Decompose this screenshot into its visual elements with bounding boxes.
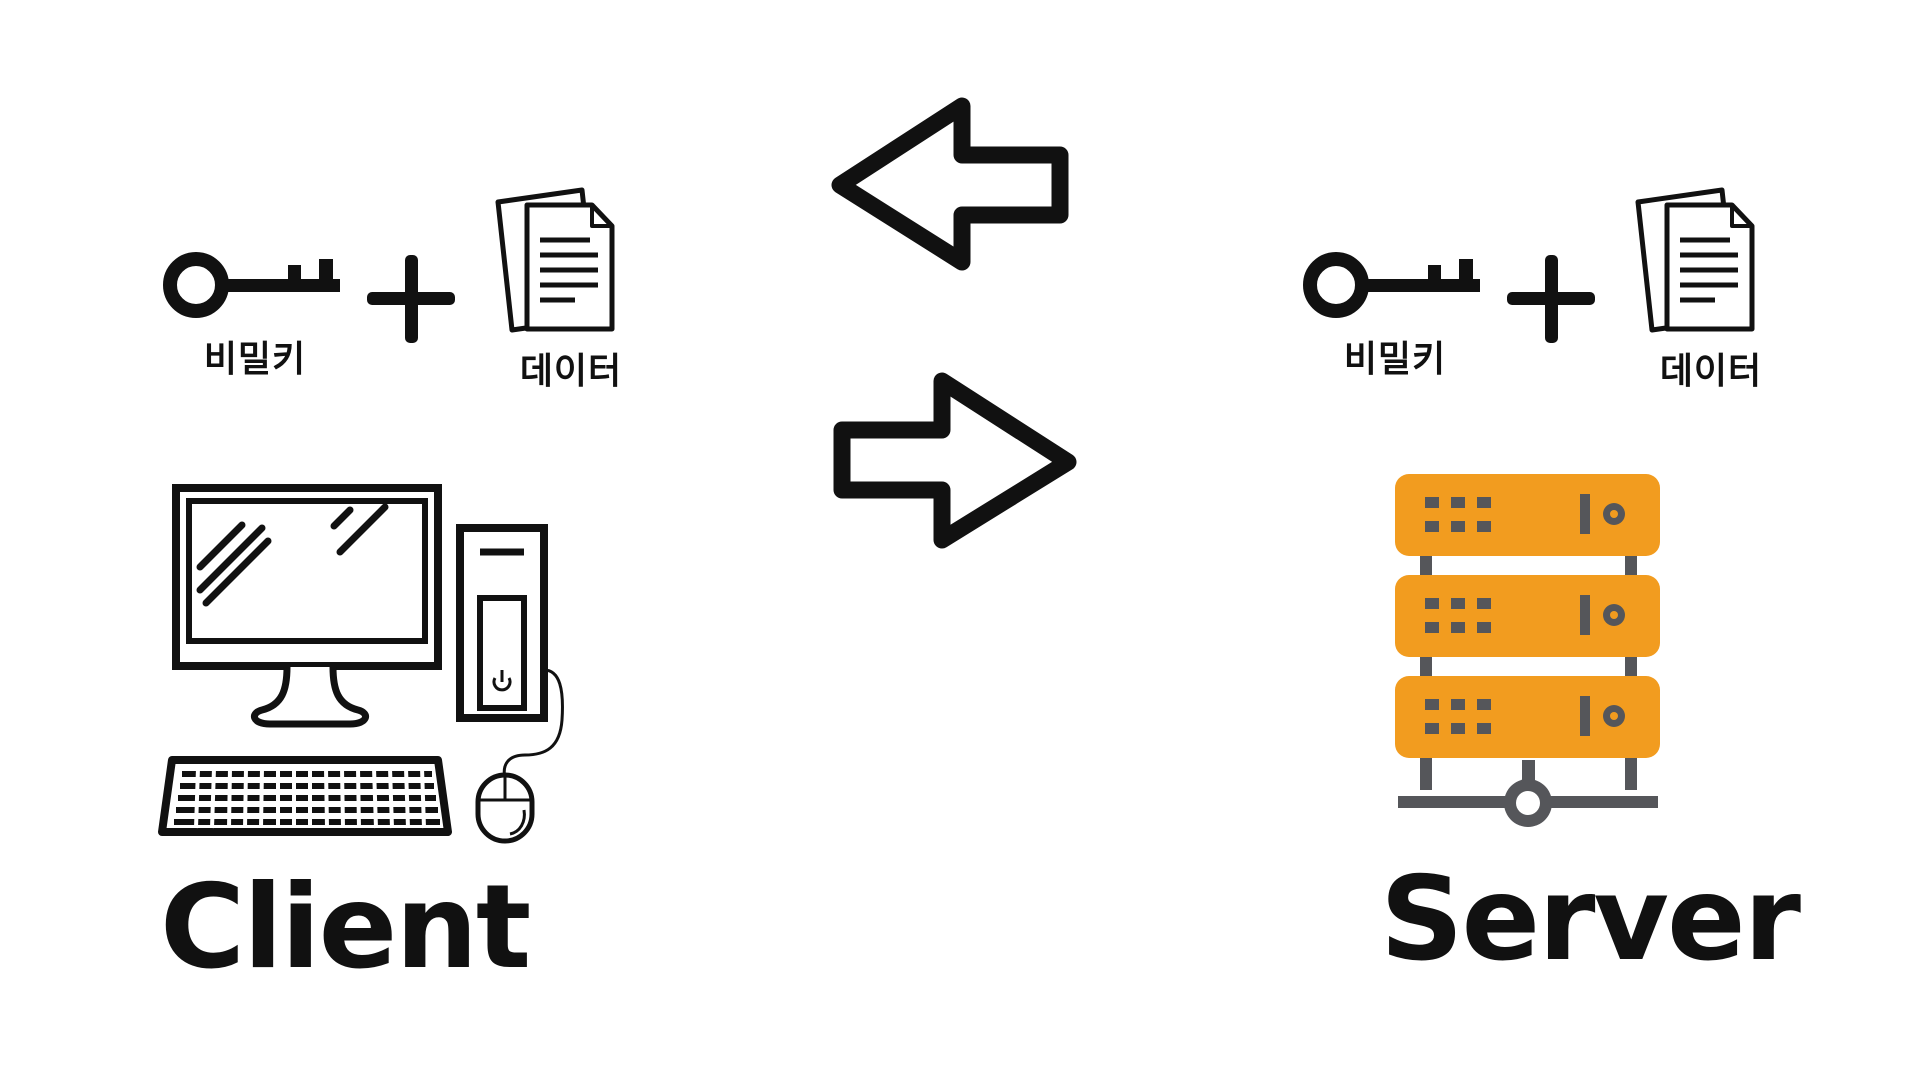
client-group: 비밀키 데이터 [158, 187, 623, 995]
plus-icon [367, 255, 455, 343]
key-icon [163, 252, 340, 318]
arrow-left-icon [831, 97, 1069, 271]
client-key-label: 비밀키 [203, 339, 307, 380]
server-rack-icon [1395, 474, 1660, 827]
server-key-label: 비밀키 [1343, 339, 1447, 380]
arrow-right-icon [833, 372, 1077, 549]
server-group: 비밀키 데이터 [960, 0, 1920, 1080]
server-data-label: 데이터 [1659, 351, 1763, 392]
key-icon [1303, 252, 1480, 318]
client-title: Client [160, 860, 531, 995]
documents-icon [1635, 187, 1755, 333]
plus-icon [1507, 255, 1595, 343]
desktop-computer-icon [158, 484, 564, 844]
server-title: Server [1380, 852, 1801, 987]
client-data-label: 데이터 [519, 351, 623, 392]
documents-icon [495, 187, 615, 333]
